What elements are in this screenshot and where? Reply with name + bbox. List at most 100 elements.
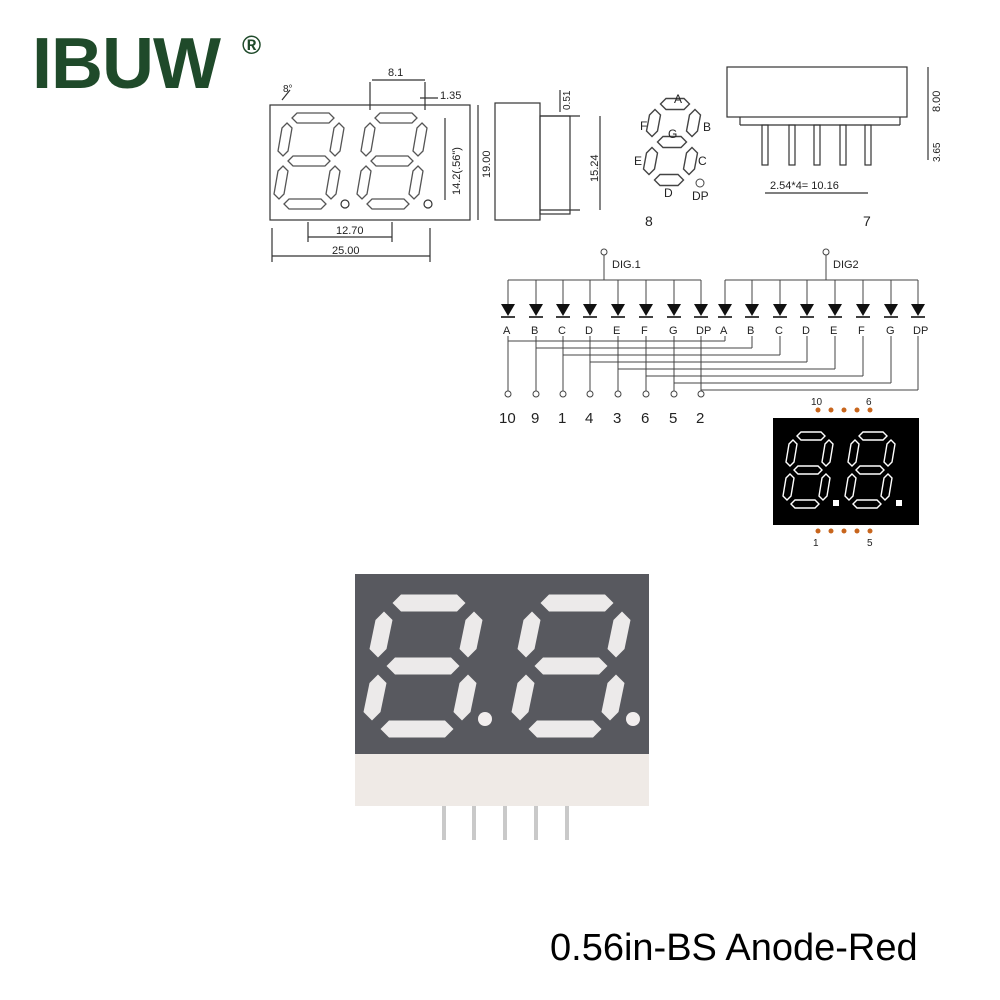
segment-map-label-g: G xyxy=(668,127,677,141)
dim-pin-span: 15.24 xyxy=(589,154,601,182)
pin-number-6: 6 xyxy=(641,410,649,427)
segment-map-digit-segment-d xyxy=(653,173,685,187)
product-digit-2-segment-d xyxy=(528,720,602,738)
bottom-view-pin-4 xyxy=(839,124,847,166)
product-digit-1-segment-f xyxy=(369,611,393,658)
segment-map-label-b: B xyxy=(703,120,711,134)
pin-diagram xyxy=(773,407,919,534)
segment-map-digit-segment-e xyxy=(642,146,659,176)
front-digit-2-segment-b xyxy=(412,122,428,157)
side-view xyxy=(494,90,601,221)
dig1-terminal xyxy=(600,248,608,256)
pin-number-5: 5 xyxy=(669,410,677,427)
pin-dot-bottom-3 xyxy=(841,528,847,534)
product-dp-1 xyxy=(478,712,492,726)
front-dp-1 xyxy=(340,199,350,209)
pin-diagram-digit-2-segment-a xyxy=(858,431,888,441)
dig2-seg-label-e: E xyxy=(830,325,837,337)
pin-number-9: 9 xyxy=(531,410,539,427)
front-digit-2-segment-g xyxy=(370,155,414,167)
pin-diagram-dp-1 xyxy=(833,500,839,506)
dig2-diode-1-diode xyxy=(718,304,732,316)
bottom-view-count: 7 xyxy=(863,213,871,229)
pin-diagram-digit-1-segment-b xyxy=(821,439,834,467)
common-label-2: DIG2 xyxy=(833,259,859,271)
product-render xyxy=(355,574,649,840)
pin-terminal-8 xyxy=(697,390,705,398)
pin-diagram-bottom-label-1: 1 xyxy=(813,538,819,549)
dim-pitch-formula: 2.54*4= 10.16 xyxy=(770,180,839,192)
brand-logo: IBUW xyxy=(32,24,221,104)
front-digit-1-segment-b xyxy=(329,122,345,157)
dim-width: 25.00 xyxy=(332,245,360,257)
dig1-seg-label-c: C xyxy=(558,325,566,337)
pin-number-4: 4 xyxy=(585,410,593,427)
dig2-diode-8-diode xyxy=(911,304,925,316)
dig2-diode-7-diode xyxy=(884,304,898,316)
segment-map-count: 8 xyxy=(645,213,653,229)
product-digit-1-segment-e xyxy=(363,674,387,721)
dig1-diode-5-diode xyxy=(611,304,625,316)
pin-dot-bottom-1 xyxy=(815,528,821,534)
dig2-terminal xyxy=(822,248,830,256)
dig2-diode-3-diode xyxy=(773,304,787,316)
segment-map-label-a: A xyxy=(674,92,682,106)
front-digit-1-segment-c xyxy=(325,165,341,200)
segment-map-label-dp: DP xyxy=(692,189,709,203)
pin-diagram-digit-1-segment-a xyxy=(796,431,826,441)
dig1-seg-label-d: D xyxy=(585,325,593,337)
dig1-seg-label-e: E xyxy=(613,325,620,337)
dim-digit-pitch: 12.70 xyxy=(336,225,364,237)
product-digit-1-segment-d xyxy=(380,720,454,738)
product-dp-2 xyxy=(626,712,640,726)
front-view xyxy=(269,79,479,262)
product-digit-2-segment-c xyxy=(601,674,625,721)
dig1-diode-4-diode xyxy=(583,304,597,316)
common-label-1: DIG.1 xyxy=(612,259,641,271)
dig2-seg-label-dp: DP xyxy=(913,325,928,337)
pin-terminal-3 xyxy=(559,390,567,398)
product-pin-3 xyxy=(503,806,507,840)
product-digit-1-segment-b xyxy=(459,611,483,658)
dig2-seg-label-c: C xyxy=(775,325,783,337)
pin-terminal-2 xyxy=(532,390,540,398)
pin-diagram-top-label-2: 6 xyxy=(866,397,872,408)
pin-number-1: 1 xyxy=(558,410,566,427)
pin-diagram-digit-2-segment-c xyxy=(880,473,893,501)
side-view-outline xyxy=(494,102,541,221)
dig1-seg-label-a: A xyxy=(503,325,511,337)
segment-map-label-c: C xyxy=(698,154,707,168)
front-digit-1-segment-f xyxy=(277,122,293,157)
dig1-seg-label-dp: DP xyxy=(696,325,711,337)
bottom-view-pin-3 xyxy=(813,124,821,166)
dim-angle-mark xyxy=(281,89,291,101)
dig1-seg-label-b: B xyxy=(531,325,538,337)
dig1-diode-2-diode xyxy=(529,304,543,316)
dig2-diode-2-diode xyxy=(745,304,759,316)
pin-dot-top-4 xyxy=(854,407,860,413)
pin-diagram-digit-1-segment-e xyxy=(782,473,795,501)
pin-diagram-digit-2-segment-b xyxy=(883,439,896,467)
pin-diagram-digit-1-segment-f xyxy=(785,439,798,467)
dig2-diode-6-diode xyxy=(856,304,870,316)
segment-map-label-f: F xyxy=(640,119,647,133)
front-view-digits xyxy=(273,112,428,210)
dig2-seg-label-d: D xyxy=(802,325,810,337)
segment-map-digit-segment-f xyxy=(645,108,662,138)
pin-diagram-digit-2-segment-g xyxy=(855,465,885,475)
segment-map-label-d: D xyxy=(664,186,673,200)
dig2-diode-4-diode xyxy=(800,304,814,316)
pin-diagram-digit-2-segment-f xyxy=(847,439,860,467)
product-pin-4 xyxy=(534,806,538,840)
bottom-view-pin-1 xyxy=(761,124,769,166)
dig2-seg-label-a: A xyxy=(720,325,728,337)
dig1-diode-8-diode xyxy=(694,304,708,316)
pin-diagram-digit-2-segment-e xyxy=(844,473,857,501)
dim-angle: 8° xyxy=(283,84,293,95)
segment-map-digit-segment-a xyxy=(659,97,691,111)
dig1-seg-label-f: F xyxy=(641,325,648,337)
segment-map-digit-segment-c xyxy=(682,146,699,176)
dig1-diode-7-diode xyxy=(667,304,681,316)
product-caption: 0.56in-BS Anode-Red xyxy=(550,927,918,969)
